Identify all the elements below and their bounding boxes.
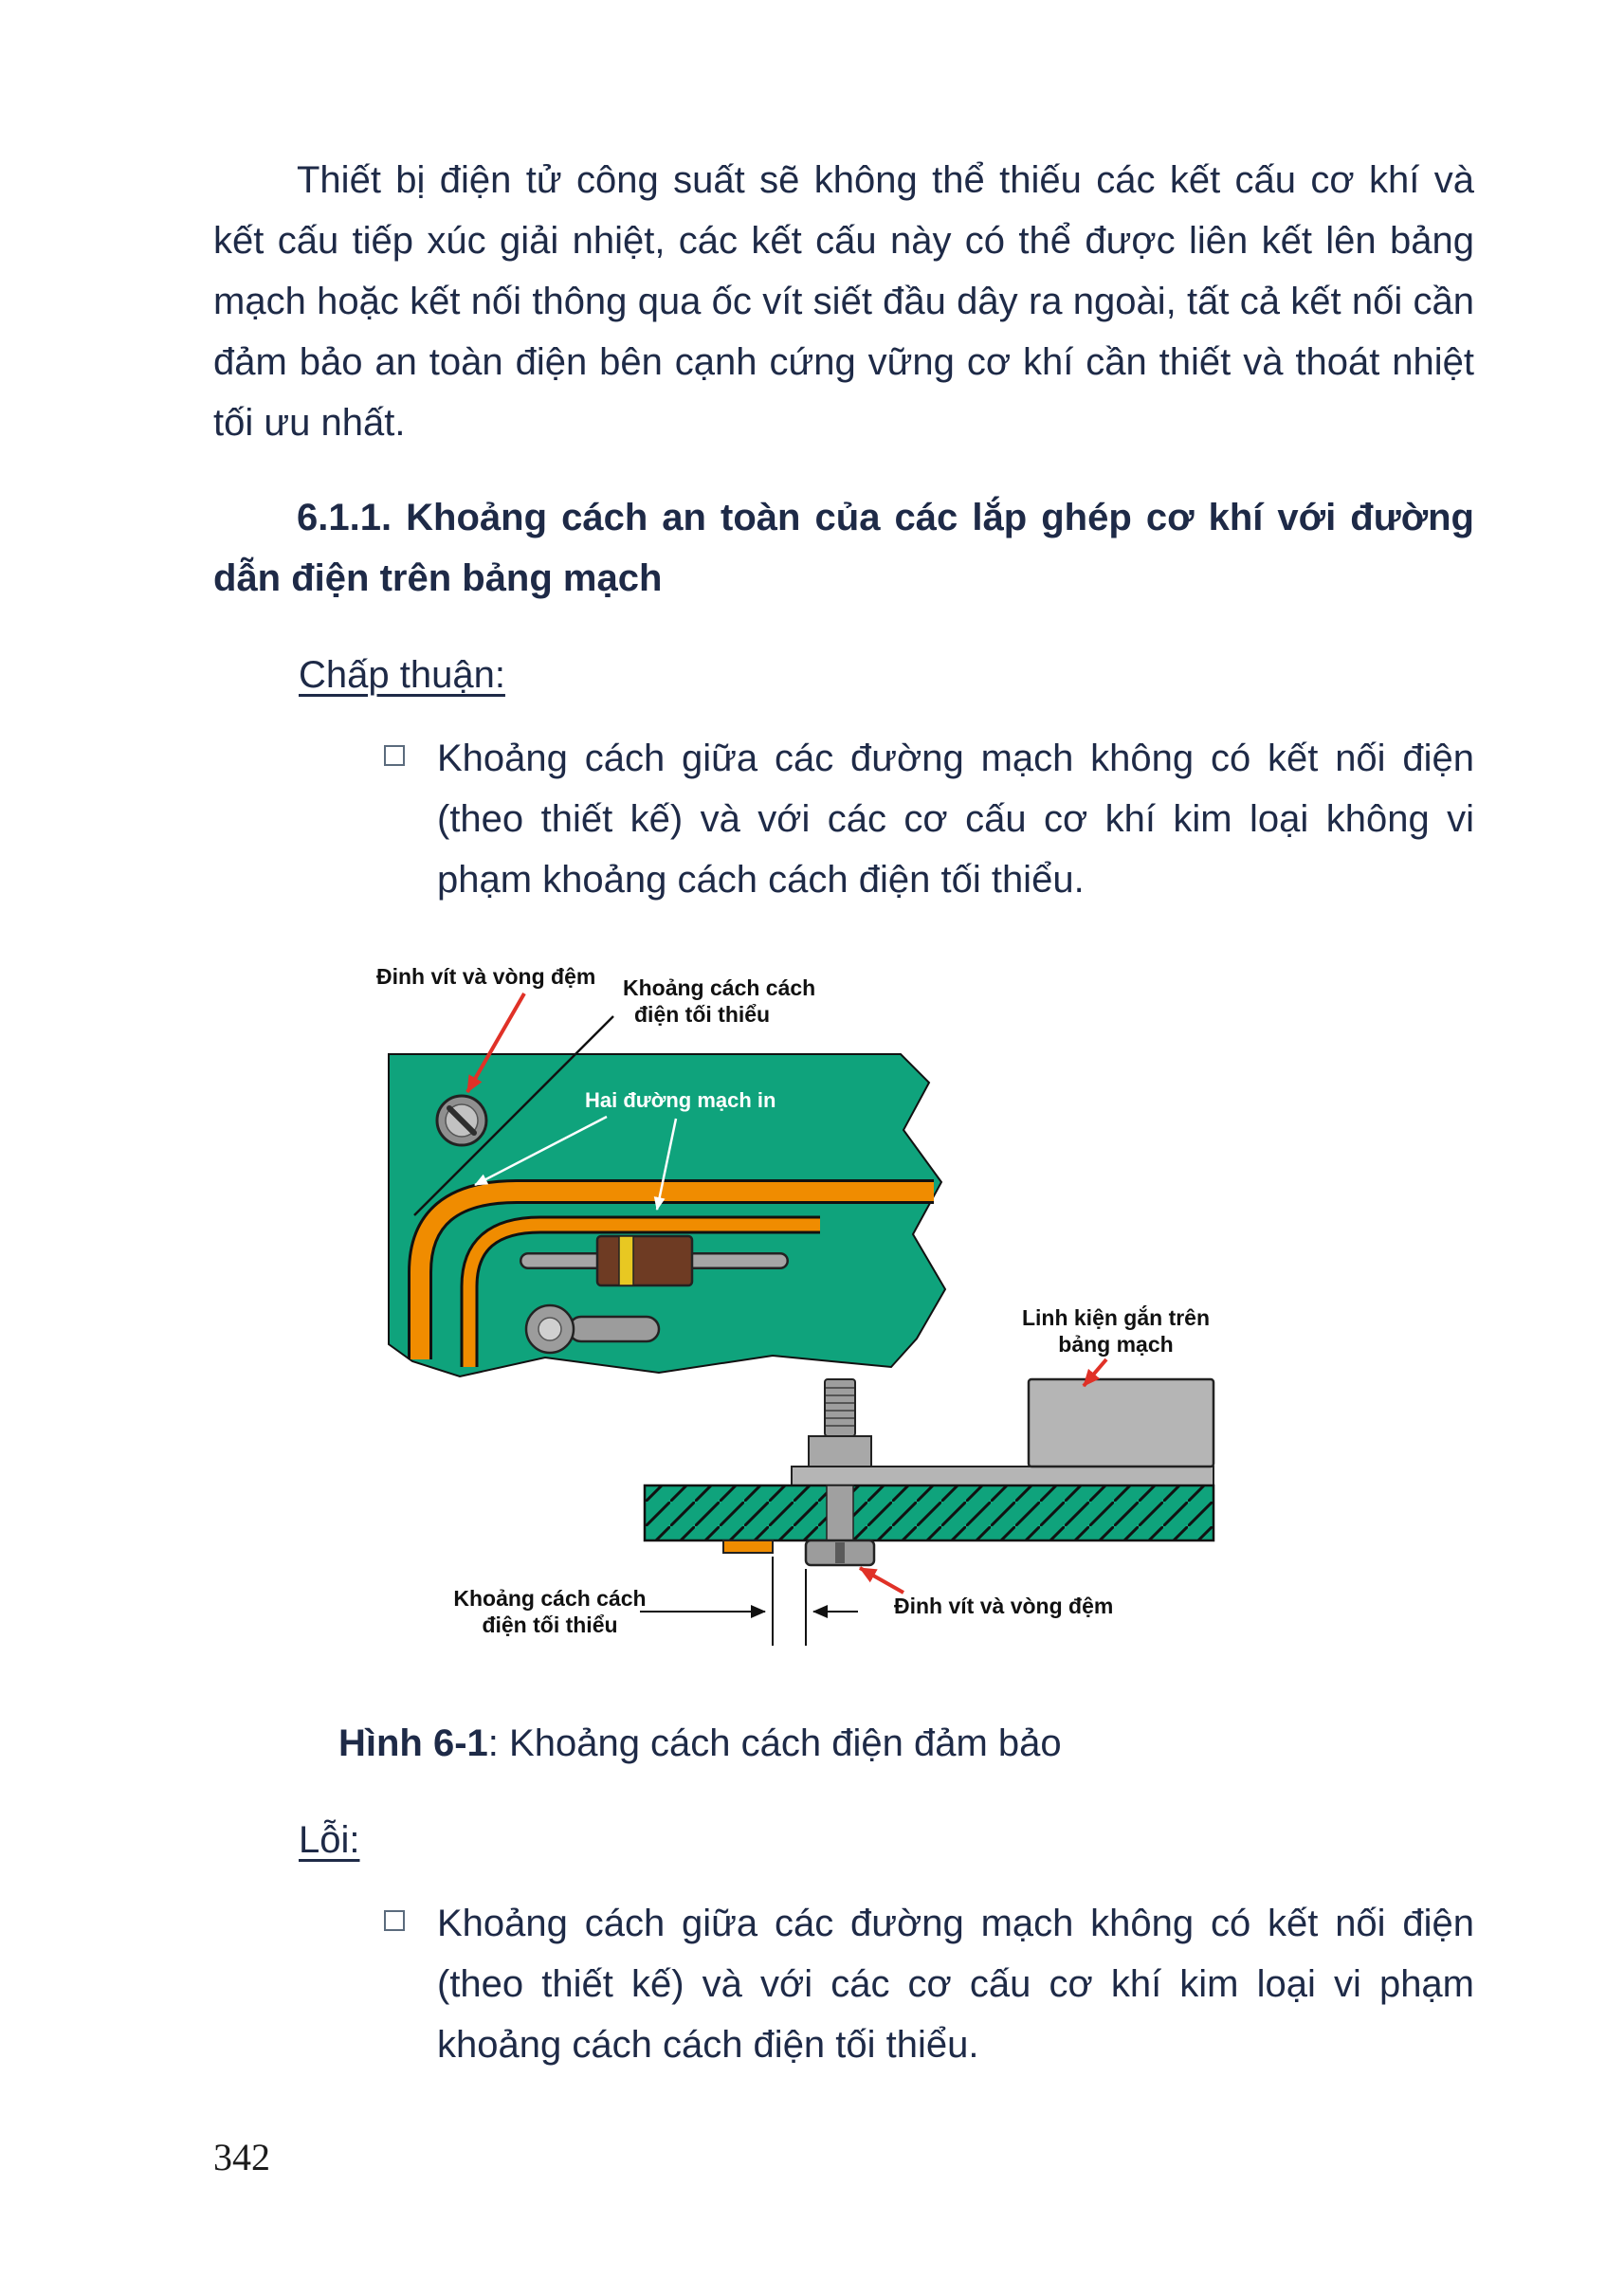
checkbox-bullet-icon	[384, 745, 405, 766]
section-heading: 6.1.1. Khoảng cách an toàn của các lắp g…	[213, 497, 1474, 599]
round-fastener-icon	[524, 1303, 661, 1355]
page-number: 342	[213, 2136, 270, 2178]
white-arrow-to-outer-trace	[474, 1115, 608, 1187]
figure-caption: Hình 6-1: Khoảng cách cách điện đảm bảo	[338, 1713, 1474, 1774]
label-component-line2: bảng mạch	[1058, 1332, 1173, 1357]
label-clearance-bottom-line2: điện tối thiểu	[482, 1613, 617, 1637]
resistor-component	[520, 1234, 789, 1287]
trace-outer	[411, 1182, 934, 1359]
label-clearance-top-line1: Khoảng cách cách	[623, 975, 815, 1000]
bullet-text-accept: Khoảng cách giữa các đường mạch không có…	[437, 738, 1474, 901]
bullet-item-error: Khoảng cách giữa các đường mạch không có…	[213, 1893, 1474, 2075]
content-column: Thiết bị điện tử công suất sẽ không thể …	[213, 159, 1474, 2075]
printed-traces	[408, 1179, 934, 1367]
copper-pad	[722, 1540, 774, 1554]
mounted-component	[1027, 1377, 1215, 1468]
clearance-line	[413, 1015, 614, 1216]
screw-top-view-icon	[435, 1094, 488, 1147]
red-arrow-to-screw-head	[859, 1566, 904, 1594]
pcb-top-view	[388, 1053, 947, 1378]
figure-caption-number: Hình 6-1	[338, 1722, 488, 1764]
figure-caption-text: : Khoảng cách cách điện đảm bảo	[487, 1722, 1062, 1764]
clearance-dimension	[640, 1557, 858, 1646]
trace-inner	[463, 1218, 820, 1367]
bullet-item-accept: Khoảng cách giữa các đường mạch không có…	[213, 728, 1474, 910]
label-component-line1: Linh kiện gắn trên	[1022, 1304, 1210, 1330]
screw-shaft	[826, 1485, 854, 1541]
bullet-text-error: Khoảng cách giữa các đường mạch không có…	[437, 1903, 1474, 2066]
red-arrow-to-screw	[465, 993, 526, 1093]
checkbox-bullet-icon	[384, 1910, 405, 1931]
label-screw-top: Đinh vít và vòng đệm	[376, 964, 595, 989]
pcb-side-view	[643, 1377, 1215, 1567]
threaded-stud-icon	[808, 1378, 872, 1467]
label-clearance-bottom-line1: Khoảng cách cách	[453, 1586, 646, 1611]
component-lead-plate	[791, 1466, 1214, 1486]
label-two-traces: Hai đường mạch in	[585, 1088, 776, 1112]
white-arrow-to-inner-trace	[653, 1118, 678, 1211]
screw-head-side-icon	[804, 1539, 876, 1567]
clearance-diagram: Đinh vít và vòng đệm Khoảng cách cách đi…	[376, 964, 1215, 1646]
label-screw-bottom: Đinh vít và vòng đệm	[894, 1594, 1113, 1618]
label-clearance-top-line2: điện tối thiểu	[634, 1002, 770, 1027]
red-arrow-to-component	[1082, 1358, 1108, 1388]
body-paragraph: Thiết bị điện tử công suất sẽ không thể …	[213, 159, 1474, 444]
accept-label: Chấp thuận:	[299, 654, 505, 696]
error-label: Lỗi:	[299, 1819, 360, 1861]
figure-6-1: Đinh vít và vòng đệm Khoảng cách cách đi…	[374, 959, 1474, 1669]
